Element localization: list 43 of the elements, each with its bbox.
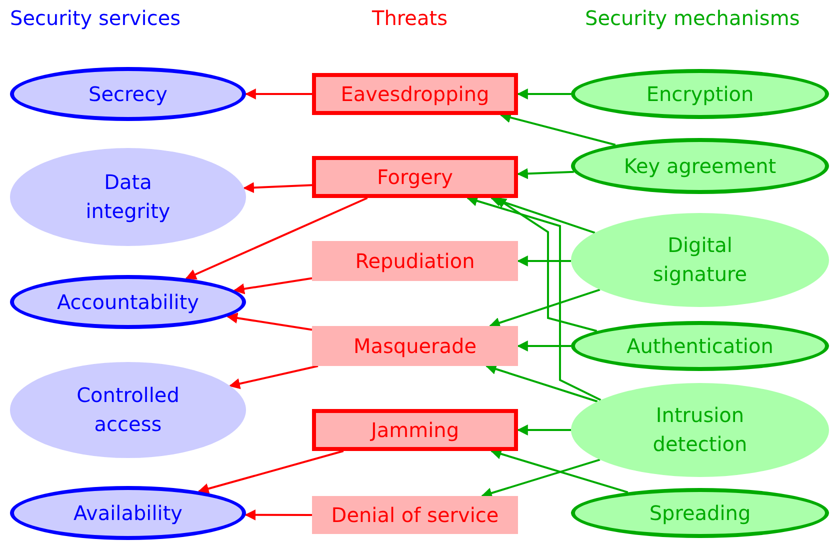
arrow	[466, 196, 602, 401]
node-label: Digital signature	[652, 232, 748, 288]
arrow	[226, 312, 312, 331]
arrow	[480, 458, 600, 498]
node-label: Controlled access	[76, 382, 180, 438]
rectangle-node	[312, 73, 518, 115]
arrow	[516, 88, 571, 100]
node-label: Spreading	[649, 500, 751, 526]
node-label: Masquerade	[353, 332, 477, 360]
node-label: Eavesdropping	[340, 80, 490, 108]
node-label: Forgery	[377, 164, 453, 190]
node-label: Encryption	[646, 80, 754, 108]
node-label: Secrecy	[88, 80, 168, 108]
node-label: Intrusion detection	[652, 402, 748, 458]
arrow	[516, 340, 571, 352]
arrow	[490, 196, 596, 234]
node-label: Jamming	[370, 416, 460, 444]
rectangle-node	[312, 156, 518, 198]
arrow	[485, 364, 598, 402]
node-label: Authentication	[626, 332, 774, 360]
rectangle-node	[312, 326, 518, 366]
arrow	[228, 365, 318, 390]
node-label: Denial of service	[331, 502, 499, 528]
node-label: Accountability	[56, 288, 200, 316]
arrow	[244, 509, 312, 520]
arrow	[516, 168, 574, 180]
arrow	[233, 277, 312, 294]
node-label: Key agreement	[624, 152, 776, 180]
arrow	[516, 256, 571, 266]
arrow	[516, 424, 571, 436]
node-label: Repudiation	[355, 248, 475, 274]
rectangle-node	[312, 241, 518, 281]
arrow	[198, 450, 344, 494]
node-label: Data integrity	[84, 169, 172, 225]
node-label: Availability	[73, 500, 182, 526]
column-heading: Threats	[372, 6, 448, 30]
arrow	[244, 88, 312, 100]
column-heading: Security mechanisms	[585, 6, 800, 30]
arrow	[243, 182, 312, 194]
column-heading: Security services	[10, 6, 181, 30]
rectangle-node	[312, 409, 518, 451]
arrow	[488, 288, 600, 328]
rectangle-node	[312, 496, 518, 534]
